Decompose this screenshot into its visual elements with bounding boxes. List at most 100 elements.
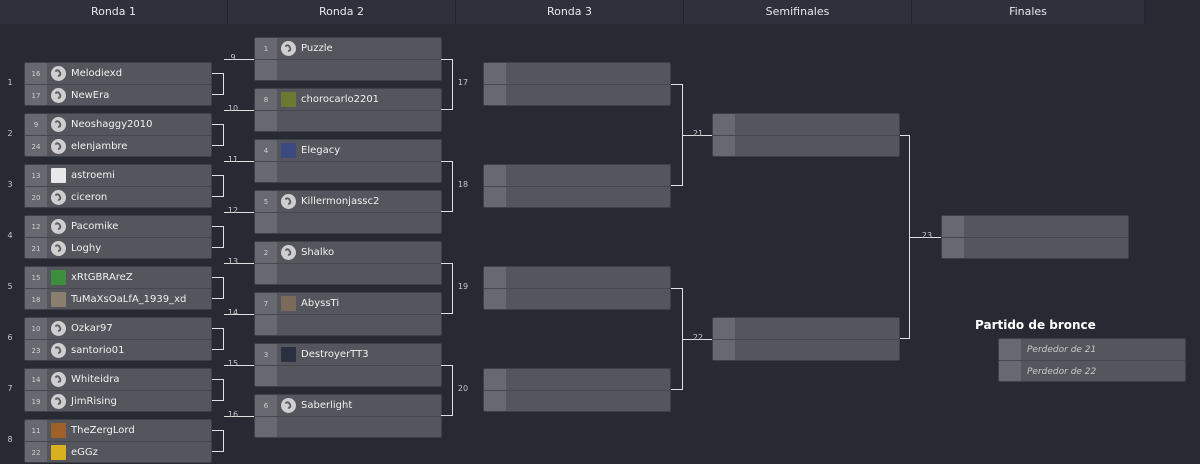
match-number: 22	[692, 333, 704, 342]
match-slot[interactable]	[484, 165, 670, 187]
bracket-connector	[224, 161, 254, 162]
match-slot[interactable]	[255, 162, 441, 182]
player-avatar-icon	[51, 139, 66, 154]
match-slot[interactable]	[484, 85, 670, 105]
match-number: 1	[7, 78, 13, 87]
match-slot[interactable]	[713, 340, 899, 360]
player-avatar-icon	[51, 343, 66, 358]
seed-number	[713, 318, 735, 339]
match-r3-2[interactable]	[483, 164, 671, 208]
match-slot[interactable]	[484, 267, 670, 289]
match-slot[interactable]	[484, 369, 670, 391]
bracket-connector	[212, 226, 224, 248]
seed-number	[484, 369, 506, 390]
match-number: 8	[7, 435, 13, 444]
seed-number: 18	[25, 289, 47, 309]
match-slot[interactable]	[942, 216, 1128, 238]
player-name: Whiteidra	[71, 374, 120, 385]
match-slot[interactable]	[484, 63, 670, 85]
match-slot[interactable]: Perdedor de 21	[999, 339, 1185, 361]
player-name: Killermonjassc2	[301, 196, 380, 207]
match-number: 12	[227, 206, 239, 215]
bracket-connector	[900, 135, 910, 339]
player-name: AbyssTi	[301, 298, 340, 309]
match-slot[interactable]: Perdedor de 22	[999, 361, 1185, 381]
match-slot[interactable]	[484, 289, 670, 309]
match-slot[interactable]	[942, 238, 1128, 258]
player-avatar-icon	[51, 219, 66, 234]
match-slot[interactable]	[484, 391, 670, 411]
player-name: eGGz	[71, 447, 98, 458]
match-semi-2[interactable]	[712, 317, 900, 361]
player-name: TheZergLord	[71, 425, 135, 436]
match-r3-1[interactable]	[483, 62, 671, 106]
match-slot[interactable]	[255, 417, 441, 437]
match-slot[interactable]	[255, 213, 441, 233]
round-header-1: Ronda 1	[0, 0, 228, 24]
seed-number	[255, 162, 277, 182]
match-slot[interactable]	[255, 315, 441, 335]
match-number: 3	[7, 180, 13, 189]
player-avatar-icon	[281, 296, 296, 311]
match-slot[interactable]	[255, 264, 441, 284]
match-slot[interactable]	[713, 318, 899, 340]
match-r3-4[interactable]	[483, 368, 671, 412]
player-avatar-icon	[281, 347, 296, 362]
player-name: Pacomike	[71, 221, 119, 232]
match-slot[interactable]	[255, 111, 441, 131]
match-slot[interactable]	[255, 60, 441, 80]
player-name: JimRising	[71, 396, 117, 407]
match-slot[interactable]	[484, 187, 670, 207]
match-number: 18	[457, 180, 469, 189]
seed-number	[713, 136, 735, 156]
match-slot[interactable]	[713, 136, 899, 156]
match-slot[interactable]	[255, 366, 441, 386]
match-slot[interactable]	[713, 114, 899, 136]
match-final[interactable]	[941, 215, 1129, 259]
match-r3-3[interactable]	[483, 266, 671, 310]
match-semi-1[interactable]	[712, 113, 900, 157]
match-number: 17	[457, 78, 469, 87]
